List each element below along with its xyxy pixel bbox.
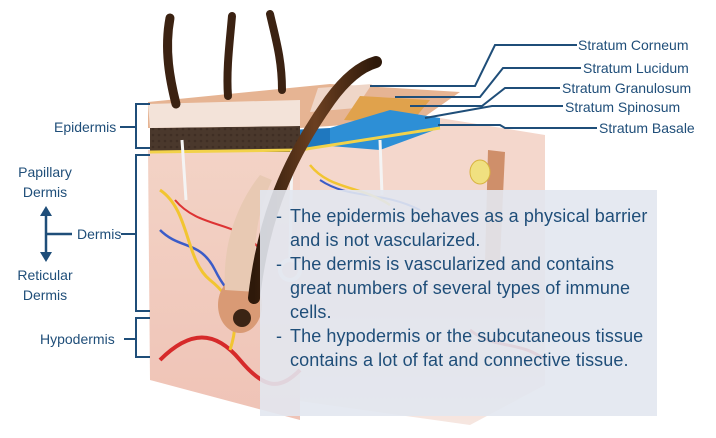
info-box: - The epidermis behaves as a physical ba… [260, 190, 657, 416]
bullet-text: The hypodermis or the subcutaneous tissu… [290, 326, 643, 370]
layer-brackets [120, 104, 150, 357]
bullet-dash: - [276, 204, 282, 228]
leader-line-stratum-spinosum [425, 106, 563, 118]
label-reticular-dermis: Reticular Dermis [6, 267, 84, 304]
hypodermis-bracket [136, 318, 150, 357]
leader-line-stratum-corneum [370, 45, 577, 86]
label-hypodermis: Hypodermis [40, 331, 115, 348]
label-stratum-spinosum: Stratum Spinosum [565, 99, 680, 116]
label-reticular-dermis-line1: Reticular [6, 267, 84, 284]
label-papillary-dermis-line1: Papillary [6, 164, 84, 181]
stratum-basale-dots [150, 126, 300, 152]
label-epidermis: Epidermis [54, 119, 116, 136]
dermis-double-arrow [40, 206, 72, 262]
bullet-text: The epidermis behaves as a physical barr… [290, 206, 647, 250]
info-bullet-hypodermis: - The hypodermis or the subcutaneous tis… [276, 324, 649, 372]
arrow-head-up [40, 206, 52, 216]
label-stratum-corneum: Stratum Corneum [578, 37, 688, 54]
bullet-dash: - [276, 324, 282, 348]
epidermis-front [148, 100, 300, 128]
label-stratum-lucidum: Stratum Lucidum [583, 60, 689, 77]
label-stratum-basale: Stratum Basale [599, 120, 695, 137]
hair-shaft-2 [168, 18, 176, 104]
bullet-dash: - [276, 252, 282, 276]
hair-papilla [233, 309, 251, 327]
dermis-bracket [136, 155, 150, 311]
hair-shaft-3 [227, 16, 232, 96]
sebaceous-gland [470, 160, 490, 184]
label-papillary-dermis-line2: Dermis [6, 184, 84, 201]
label-dermis: Dermis [77, 226, 121, 243]
info-bullet-dermis: - The dermis is vascularized and contain… [276, 252, 649, 324]
epidermis-bracket [136, 104, 150, 148]
info-bullet-epidermis: - The epidermis behaves as a physical ba… [276, 204, 649, 252]
label-stratum-granulosum: Stratum Granulosum [562, 80, 691, 97]
label-reticular-dermis-line2: Dermis [6, 287, 84, 304]
label-papillary-dermis: Papillary Dermis [6, 164, 84, 201]
bullet-text: The dermis is vascularized and contains … [290, 254, 630, 322]
arrow-head-down [40, 252, 52, 262]
hair-shaft-4 [270, 14, 282, 90]
